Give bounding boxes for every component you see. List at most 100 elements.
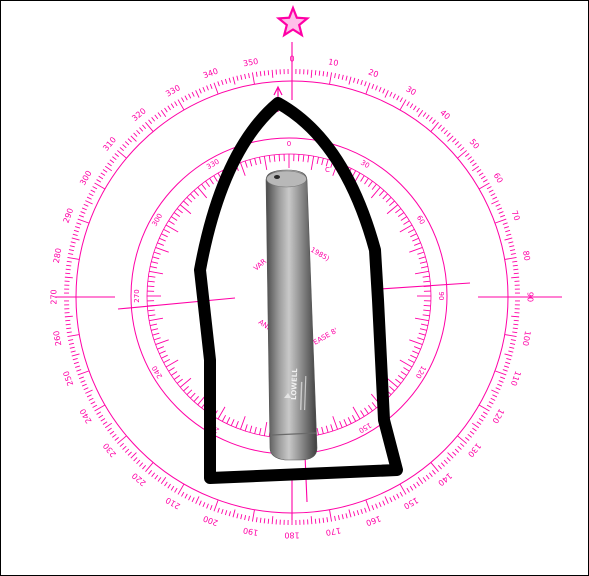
outer-tick: [489, 190, 493, 192]
outer-tick: [508, 242, 513, 243]
outer-degree-label: 210: [164, 495, 182, 510]
data-logger-cylinder-icon: LOWELL: [266, 170, 317, 460]
outer-tick: [447, 133, 450, 137]
outer-tick: [346, 76, 347, 81]
inner-tick: [414, 347, 420, 350]
outer-tick: [491, 390, 498, 393]
outer-tick: [504, 366, 509, 368]
outer-tick: [492, 395, 496, 397]
outer-tick: [89, 398, 93, 400]
inner-tick: [326, 426, 328, 433]
outer-tick: [509, 347, 514, 348]
outer-tick: [338, 74, 339, 79]
outer-tick: [137, 460, 140, 464]
outer-tick: [149, 470, 152, 474]
outer-degree-label: 260: [52, 330, 64, 347]
outer-tick: [511, 340, 516, 341]
outer-degree-label: 130: [466, 441, 483, 458]
outer-tick: [79, 215, 84, 217]
inner-tick: [420, 329, 427, 331]
outer-tick: [413, 106, 416, 110]
outer-tick: [203, 87, 205, 92]
outer-degree-label: 10: [328, 57, 340, 68]
outer-tick: [495, 219, 506, 223]
outer-tick: [496, 204, 501, 206]
inner-tick: [410, 234, 416, 237]
outer-tick: [110, 431, 114, 434]
inner-tick: [194, 396, 199, 401]
inner-tick: [364, 408, 368, 414]
outer-tick: [188, 496, 190, 500]
inner-tick: [154, 338, 161, 340]
inner-tick: [420, 262, 427, 264]
outer-tick: [468, 434, 472, 437]
outer-tick: [357, 79, 358, 84]
outer-tick: [131, 453, 137, 459]
outer-tick: [69, 250, 74, 251]
outer-tick: [264, 518, 265, 523]
outer-tick: [483, 180, 487, 183]
outer-tick: [512, 332, 517, 333]
outer-tick: [65, 316, 73, 317]
outer-degree-label: 160: [365, 514, 382, 528]
outer-tick: [447, 457, 450, 461]
inner-tick: [410, 355, 416, 358]
outer-degree-label: 60: [492, 171, 505, 184]
outer-degree-label: 180: [284, 531, 299, 540]
inner-tick: [218, 407, 225, 419]
outer-tick: [68, 340, 73, 341]
outer-tick: [112, 434, 116, 437]
outer-degree-label: 250: [62, 370, 76, 387]
inner-tick: [183, 386, 188, 391]
inner-tick: [352, 415, 355, 421]
outer-tick: [432, 470, 435, 474]
outer-tick: [497, 208, 502, 210]
outer-tick: [372, 505, 374, 510]
inner-tick: [264, 156, 266, 170]
outer-tick: [145, 122, 153, 131]
inner-tick: [214, 176, 218, 182]
outer-tick: [472, 423, 479, 428]
inner-tick: [386, 197, 391, 202]
inner-tick: [408, 229, 414, 232]
outer-tick: [470, 431, 474, 434]
outer-tick: [441, 128, 444, 132]
inner-tick: [150, 324, 157, 325]
inner-tick: [210, 178, 214, 184]
outer-tick: [499, 212, 504, 214]
outer-tick: [268, 70, 269, 75]
outer-degree-label: 310: [101, 135, 118, 152]
outer-tick: [508, 351, 513, 352]
outer-tick: [131, 136, 137, 142]
outer-tick: [125, 449, 129, 452]
outer-tick: [410, 486, 413, 490]
outer-tick: [74, 362, 79, 363]
outer-degree-label: 330: [164, 83, 182, 98]
outer-tick: [101, 173, 105, 176]
outer-tick: [397, 96, 399, 100]
outer-tick: [372, 84, 374, 89]
outer-tick: [87, 197, 91, 199]
inner-degree-label: 240: [151, 364, 165, 380]
outer-tick: [492, 197, 496, 199]
outer-tick: [477, 170, 481, 173]
inner-tick: [164, 229, 170, 232]
outer-tick: [199, 89, 201, 94]
outer-tick: [497, 384, 502, 386]
outer-tick: [85, 390, 92, 393]
outer-tick: [123, 446, 127, 449]
outer-tick: [70, 246, 75, 247]
outer-tick: [85, 201, 92, 204]
outer-tick: [506, 358, 511, 359]
outer-tick: [99, 415, 103, 418]
outer-tick: [510, 250, 515, 251]
outer-tick: [142, 465, 145, 469]
inner-degree-label: 150: [357, 421, 373, 435]
outer-tick: [342, 514, 343, 519]
inner-degree-label: 0: [287, 140, 291, 148]
outer-tick: [477, 422, 481, 425]
outer-degree-label: 220: [130, 471, 147, 488]
outer-tick: [134, 457, 137, 461]
inner-tick: [421, 324, 428, 325]
inner-tick: [317, 428, 318, 435]
